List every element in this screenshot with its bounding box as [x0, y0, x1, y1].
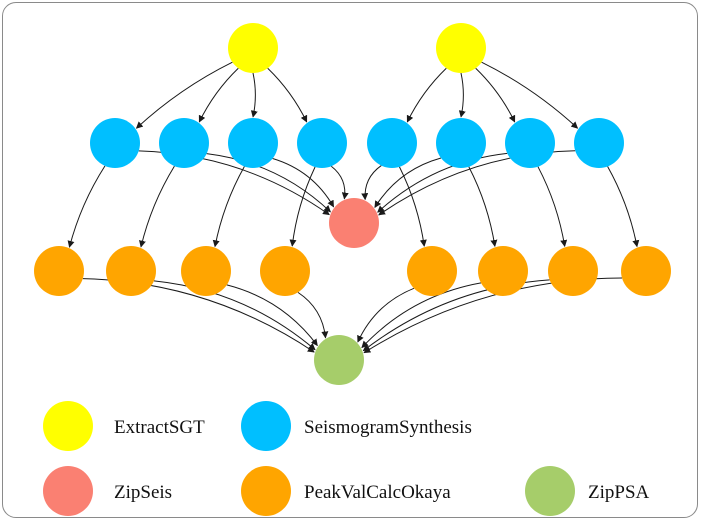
- legend-swatch-ZipPSA: [525, 466, 575, 516]
- edge-s4-z: [330, 165, 349, 200]
- legend-swatch-ZipSeis: [43, 466, 93, 516]
- edge-e2-s5: [406, 67, 447, 123]
- node-p8: [621, 246, 671, 296]
- legend-label-ZipPSA: ZipPSA: [588, 482, 650, 503]
- node-p5: [407, 246, 457, 296]
- legend-label-ExtractSGT: ExtractSGT: [114, 417, 205, 438]
- edge-s6-z: [374, 157, 442, 209]
- node-e1: [228, 23, 278, 73]
- legend-swatch-SeismogramSynthesis: [241, 401, 291, 451]
- node-p2: [106, 246, 156, 296]
- edge-e2-s7: [475, 67, 516, 123]
- node-s6: [436, 118, 486, 168]
- node-p6: [478, 246, 528, 296]
- edge-s3-p3: [212, 166, 245, 248]
- node-a: [314, 335, 364, 385]
- edge-s3-z: [272, 158, 335, 208]
- node-e2: [436, 23, 486, 73]
- edge-s7-z: [377, 152, 508, 213]
- edge-s2-z: [206, 153, 331, 213]
- edge-s7-p7: [537, 166, 568, 248]
- edge-s5-p5: [399, 166, 427, 247]
- edge-p6-a: [361, 282, 482, 349]
- edge-e2-s6: [458, 72, 466, 118]
- edge-s1-p1: [67, 165, 106, 248]
- edge-p4-a: [297, 291, 329, 339]
- edge-e1-s2: [198, 67, 239, 123]
- edge-p2-a: [153, 280, 316, 351]
- node-p3: [181, 246, 231, 296]
- node-s1: [90, 118, 140, 168]
- legend-swatch-ExtractSGT: [43, 401, 93, 451]
- node-s7: [505, 118, 555, 168]
- legend-label-SeismogramSynthesis: SeismogramSynthesis: [304, 417, 472, 438]
- node-s2: [159, 118, 209, 168]
- edge-s5-z: [361, 165, 382, 201]
- nodes: [34, 23, 671, 385]
- node-p7: [548, 246, 598, 296]
- edge-p5-a: [357, 287, 415, 343]
- edge-s6-p6: [468, 166, 498, 247]
- node-s5: [367, 118, 417, 168]
- edge-p3-a: [226, 284, 318, 347]
- node-p4: [260, 246, 310, 296]
- node-p1: [34, 246, 84, 296]
- legend-label-ZipSeis: ZipSeis: [114, 482, 172, 503]
- edge-e2-s8: [481, 61, 579, 129]
- edge-e1-s3: [250, 72, 258, 118]
- legend-swatch-PeakValCalcOkaya: [241, 466, 291, 516]
- node-s4: [297, 118, 347, 168]
- edge-e1-s4: [267, 67, 308, 123]
- edge-e1-s1: [135, 61, 233, 129]
- edge-s2-p2: [139, 165, 175, 248]
- node-s3: [228, 118, 278, 168]
- node-s8: [574, 118, 624, 168]
- edge-p7-a: [362, 279, 550, 352]
- node-z: [329, 198, 379, 248]
- edge-s4-p4: [289, 166, 316, 247]
- legend-label-PeakValCalcOkaya: PeakValCalcOkaya: [304, 482, 451, 503]
- edge-s8-p8: [607, 166, 640, 248]
